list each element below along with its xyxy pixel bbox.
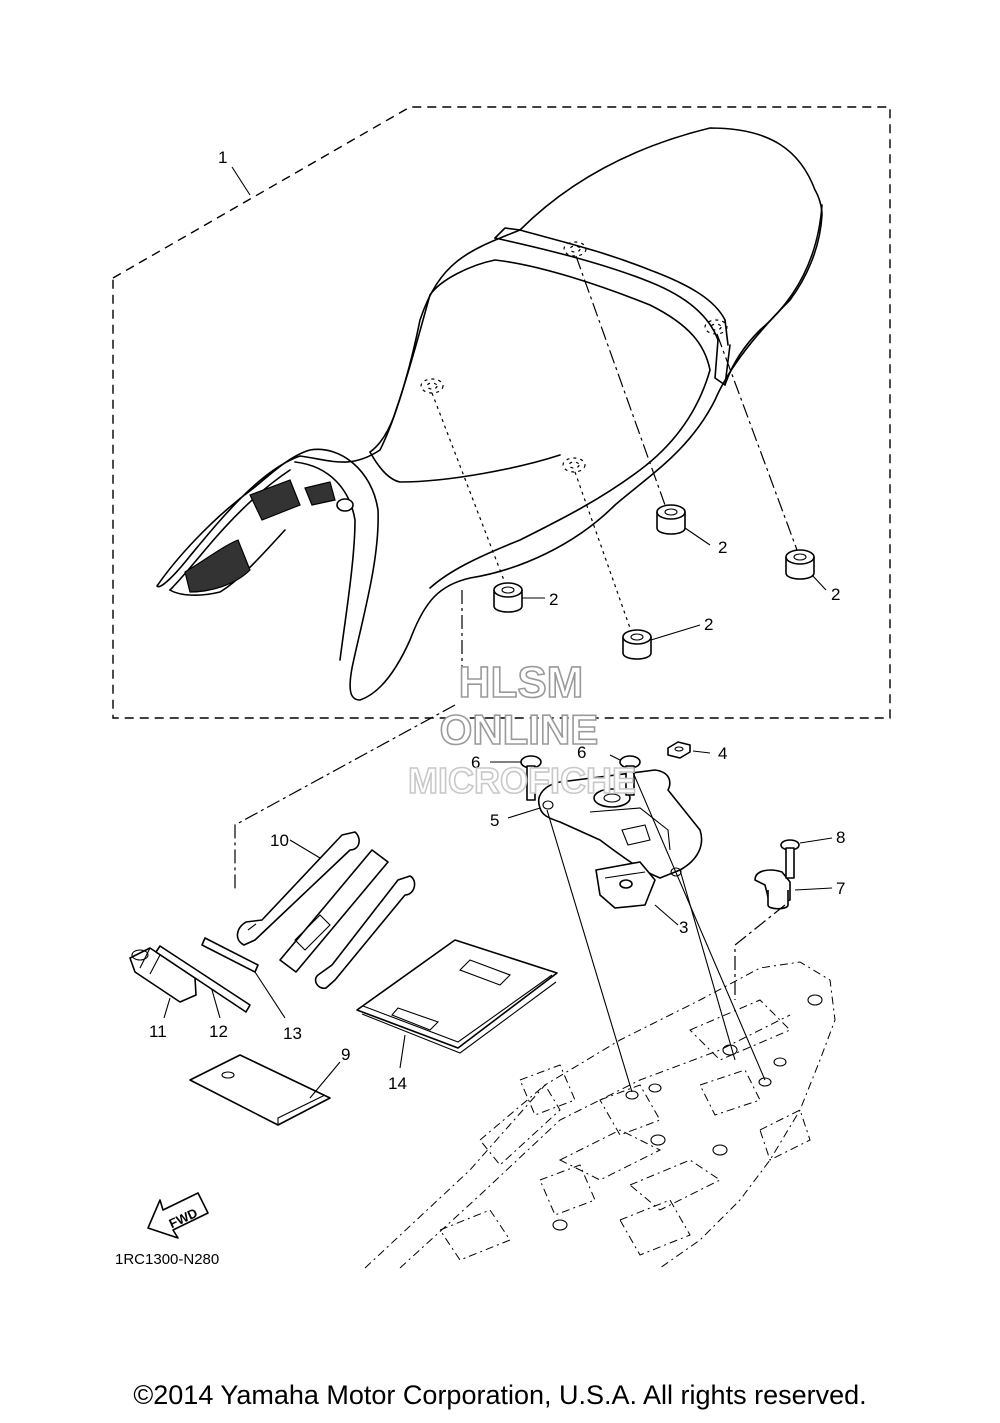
screwdriver-bit xyxy=(155,945,251,1013)
owners-manual xyxy=(356,939,558,1054)
callout-6: 6 xyxy=(471,753,480,772)
damper xyxy=(656,504,686,535)
callout-13: 13 xyxy=(283,1024,302,1043)
bolt xyxy=(619,755,641,796)
callout-9: 9 xyxy=(341,1045,350,1064)
callout-2: 2 xyxy=(718,538,727,557)
callout-2: 2 xyxy=(549,590,558,609)
seat-assembly-boundary xyxy=(112,106,891,719)
damper xyxy=(493,582,523,613)
watermark-line-3: MICROFICHE xyxy=(408,760,636,801)
seat-lock xyxy=(595,861,656,909)
callout-3: 3 xyxy=(679,918,688,937)
copyright-notice: ©2014 Yamaha Motor Corporation, U.S.A. A… xyxy=(133,1380,867,1410)
wrench xyxy=(279,849,389,973)
callout-2: 2 xyxy=(831,585,840,604)
nut xyxy=(667,741,691,759)
seat-lock-bracket xyxy=(538,769,703,879)
callout-8: 8 xyxy=(836,828,845,847)
callout-11: 11 xyxy=(149,1022,167,1041)
damper xyxy=(785,549,815,580)
callout-2: 2 xyxy=(704,615,713,634)
callout-labels: 1 2 2 2 2 3 4 5 6 6 7 8 9 10 11 12 13 14 xyxy=(149,148,845,1093)
callout-7: 7 xyxy=(836,879,845,898)
seat xyxy=(156,127,823,701)
callout-1: 1 xyxy=(218,148,227,167)
callout-5: 5 xyxy=(490,811,499,830)
callout-4: 4 xyxy=(718,744,727,763)
bolt xyxy=(520,755,542,801)
screwdriver xyxy=(129,947,197,1003)
rear-frame xyxy=(364,961,836,1269)
damper-guide-lines xyxy=(431,255,798,629)
bolt xyxy=(780,839,800,879)
wrench xyxy=(236,831,360,946)
damper xyxy=(622,629,652,660)
callout-10: 10 xyxy=(270,831,289,850)
watermark: HLSM ONLINE MICROFICHE xyxy=(407,657,637,802)
callout-6: 6 xyxy=(577,743,586,762)
tool-bag xyxy=(189,1054,331,1126)
forward-arrow-icon: FWD xyxy=(147,1192,209,1239)
watermark-line-2: ONLINE xyxy=(440,706,599,753)
diagram-code: 1RC1300-N280 xyxy=(115,1251,219,1268)
callout-12: 12 xyxy=(209,1022,228,1041)
wrench xyxy=(314,875,416,990)
hook xyxy=(754,869,791,910)
callout-14: 14 xyxy=(388,1074,407,1093)
watermark-line-1: HLSM xyxy=(459,658,584,707)
